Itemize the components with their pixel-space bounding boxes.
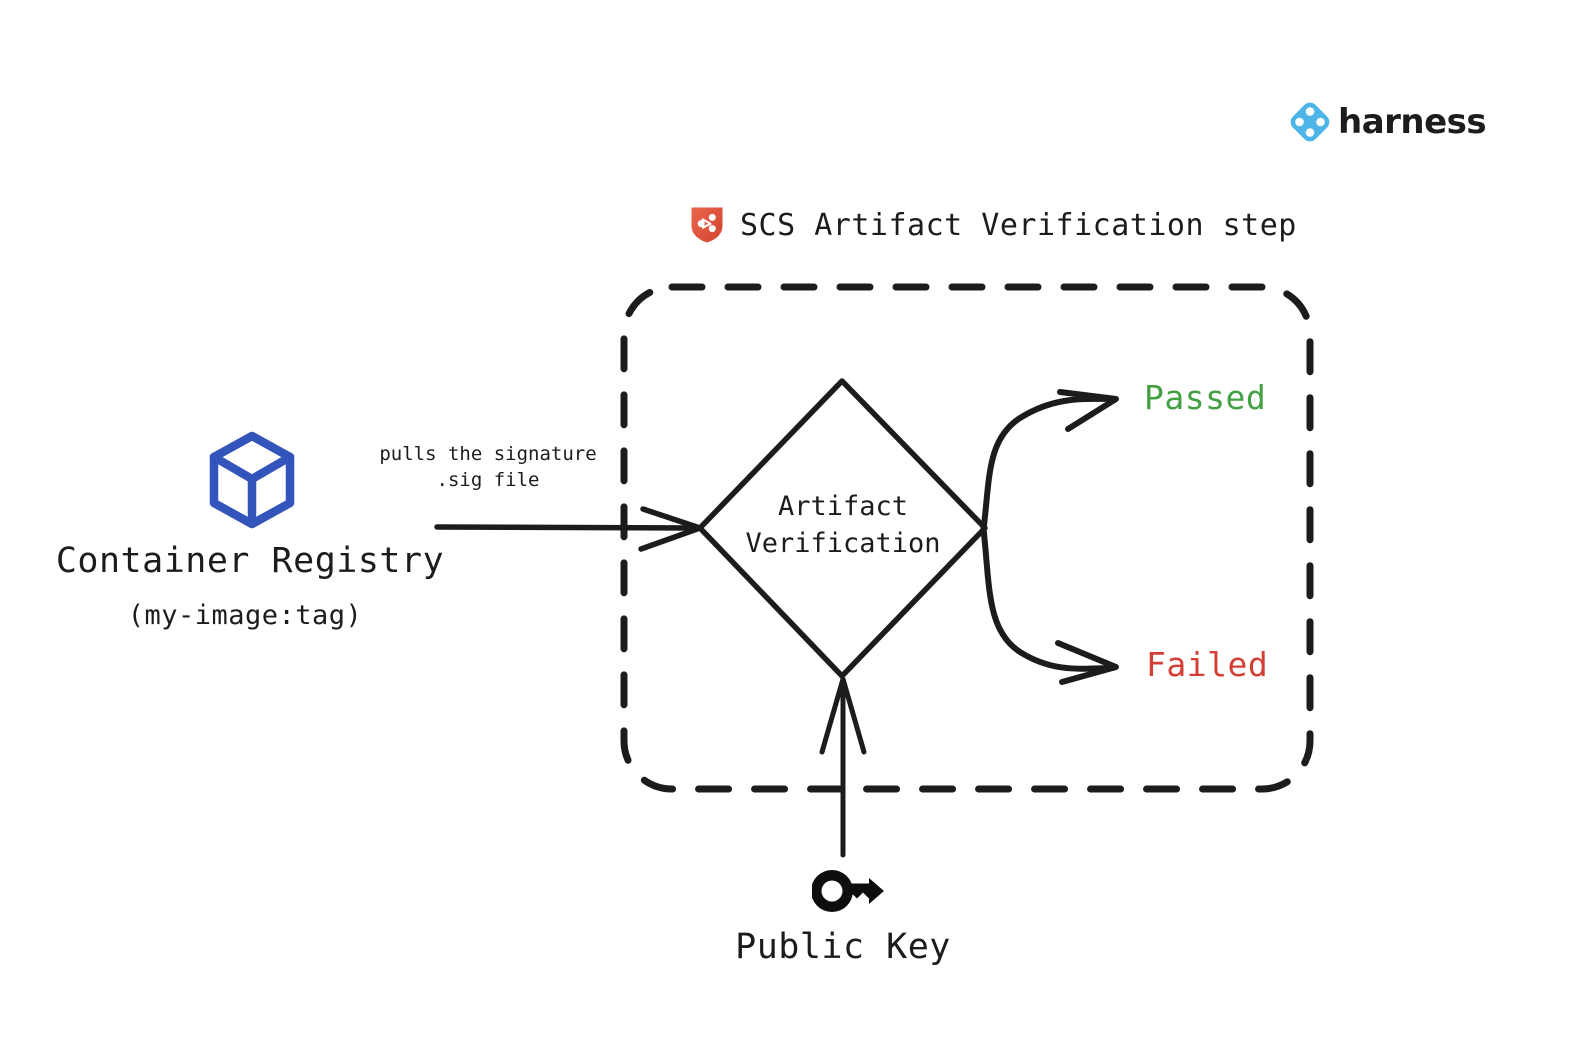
verification-line-2: Verification — [745, 528, 941, 559]
arrow-verification-to-failed — [980, 521, 1119, 685]
harness-logo: harness — [1288, 100, 1487, 144]
container-image-tag-label: (my-image:tag) — [127, 600, 363, 631]
harness-diamond-logo-icon — [1290, 102, 1330, 142]
public-key-label: Public Key — [735, 927, 951, 967]
verification-line-1: Artifact — [777, 491, 909, 522]
arrow-verification-to-passed — [980, 389, 1119, 537]
artifact-verification-label: Artifact Verification — [700, 488, 986, 562]
outcome-failed-label: Failed — [1146, 645, 1269, 684]
outcome-passed-label: Passed — [1144, 378, 1267, 417]
pull-signature-note: pulls the signature .sig file — [370, 441, 606, 493]
container-registry-label: Container Registry — [55, 541, 445, 581]
harness-wordmark: harness — [1338, 102, 1487, 142]
pull-note-line-2: .sig file — [436, 469, 540, 491]
scs-shield-icon — [691, 207, 723, 243]
step-title: SCS Artifact Verification step — [740, 207, 1297, 243]
container-cube-icon — [209, 431, 295, 529]
step-boundary-box — [620, 283, 1314, 793]
arrow-publickey-to-verification — [819, 676, 867, 858]
key-icon — [812, 870, 884, 912]
pull-note-line-1: pulls the signature — [379, 443, 597, 465]
step-header: SCS Artifact Verification step — [690, 206, 1297, 244]
